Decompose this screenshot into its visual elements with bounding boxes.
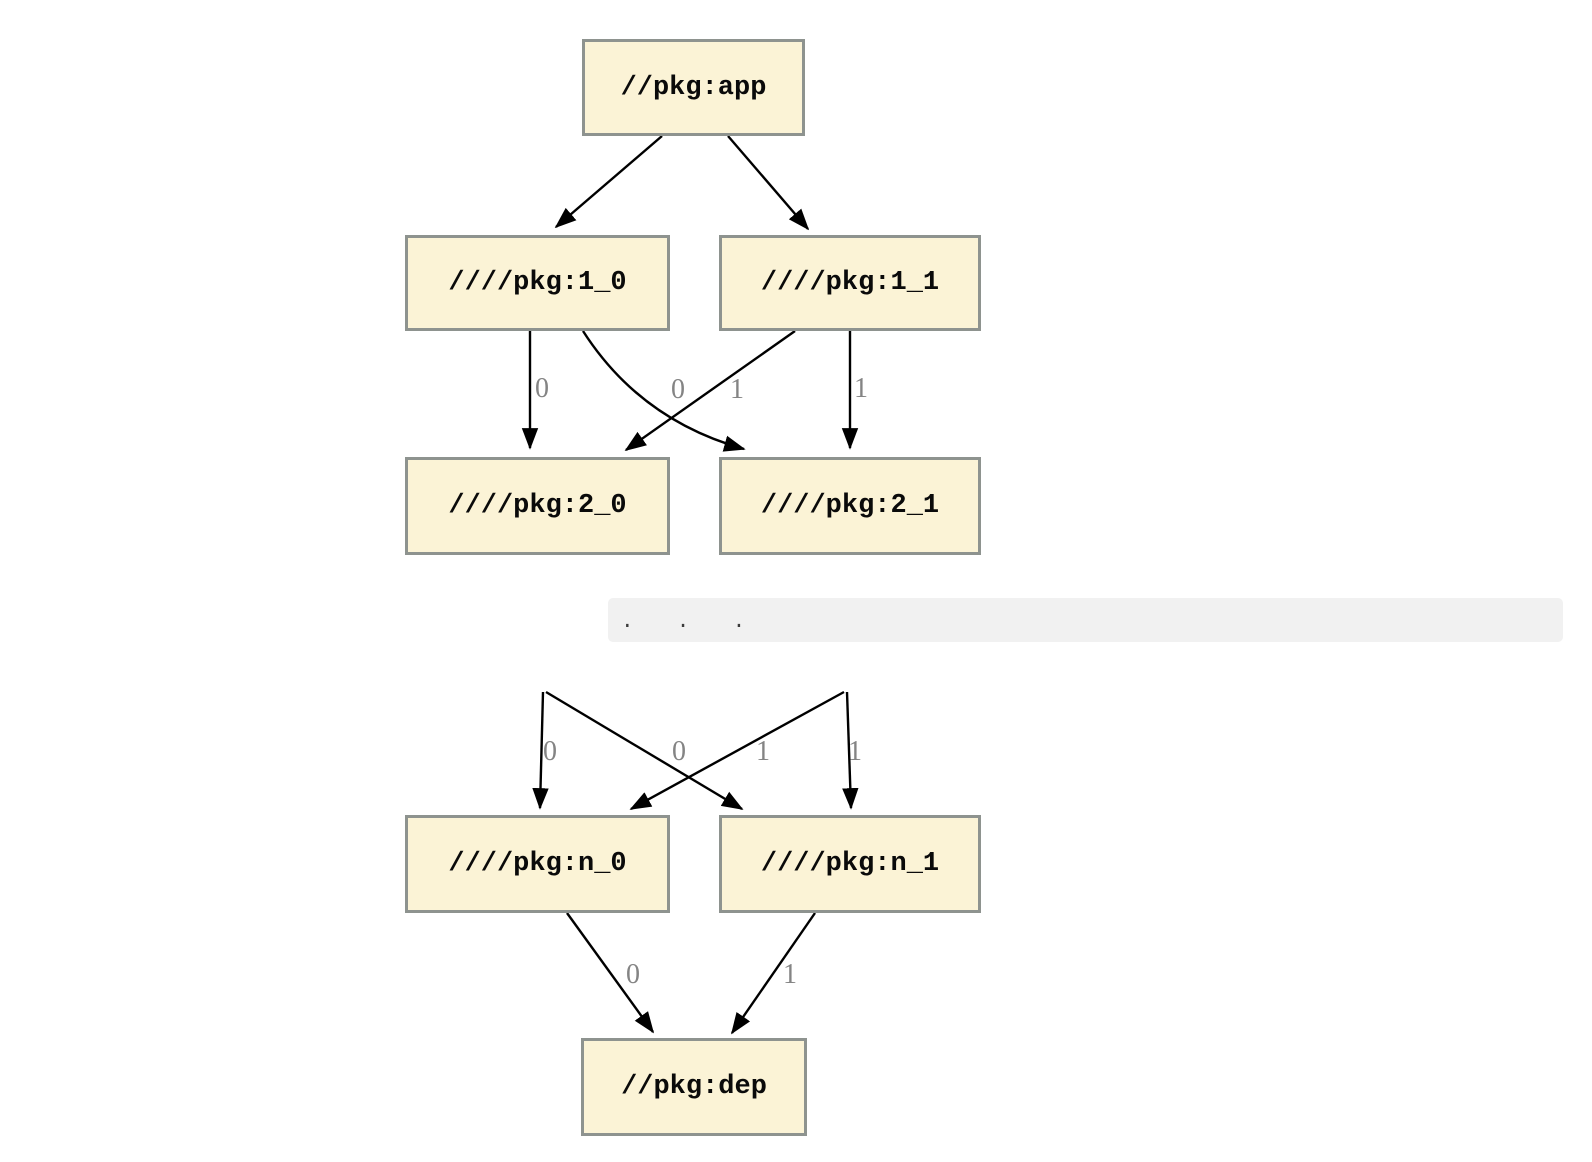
node-pkg-app: //pkg:app xyxy=(582,39,805,136)
ellipsis-code-block: . . . xyxy=(608,598,1563,642)
edge-dots-to-n_1-cross xyxy=(545,690,744,811)
node-pkg-n_1: ////pkg:n_1 xyxy=(719,815,981,913)
edge-label-1_0-2_0: 0 xyxy=(535,373,549,404)
edge-label-dots-n_1-straight: 1 xyxy=(848,736,862,767)
node-pkg-2_1: ////pkg:2_1 xyxy=(719,457,981,555)
edge-1_1-to-2_0 xyxy=(624,330,796,451)
edge-1_0-to-2_1 xyxy=(581,330,746,452)
edge-label-1_1-2_0: 0 xyxy=(671,374,685,405)
edge-app-to-1_0 xyxy=(554,135,663,229)
node-pkg-1_1: ////pkg:1_1 xyxy=(719,235,981,331)
edge-n_0-to-dep xyxy=(566,912,655,1034)
edge-label-n_0-dep: 0 xyxy=(626,959,640,990)
edge-label-n_1-dep: 1 xyxy=(783,959,797,990)
node-pkg-1_0: ////pkg:1_0 xyxy=(405,235,670,331)
edge-label-dots-n_1-cross: 1 xyxy=(756,736,770,767)
ellipsis-text: . . . xyxy=(621,611,752,634)
edge-label-1_0-2_1: 1 xyxy=(730,374,744,405)
node-pkg-n_0: ////pkg:n_0 xyxy=(405,815,670,913)
edge-app-to-1_1 xyxy=(727,135,810,231)
node-pkg-2_0: ////pkg:2_0 xyxy=(405,457,670,555)
node-pkg-dep: //pkg:dep xyxy=(581,1038,807,1136)
edge-n_1-to-dep xyxy=(731,912,816,1035)
edge-label-1_1-2_1: 1 xyxy=(854,373,868,404)
edge-label-dots-n_0-straight: 0 xyxy=(543,736,557,767)
edge-dots-to-n_1-straight xyxy=(842,691,859,810)
edge-dots-to-n_0-straight xyxy=(532,691,549,810)
edge-dots-to-n_0-cross xyxy=(629,690,845,811)
edge-label-dots-n_0-cross: 0 xyxy=(672,736,686,767)
